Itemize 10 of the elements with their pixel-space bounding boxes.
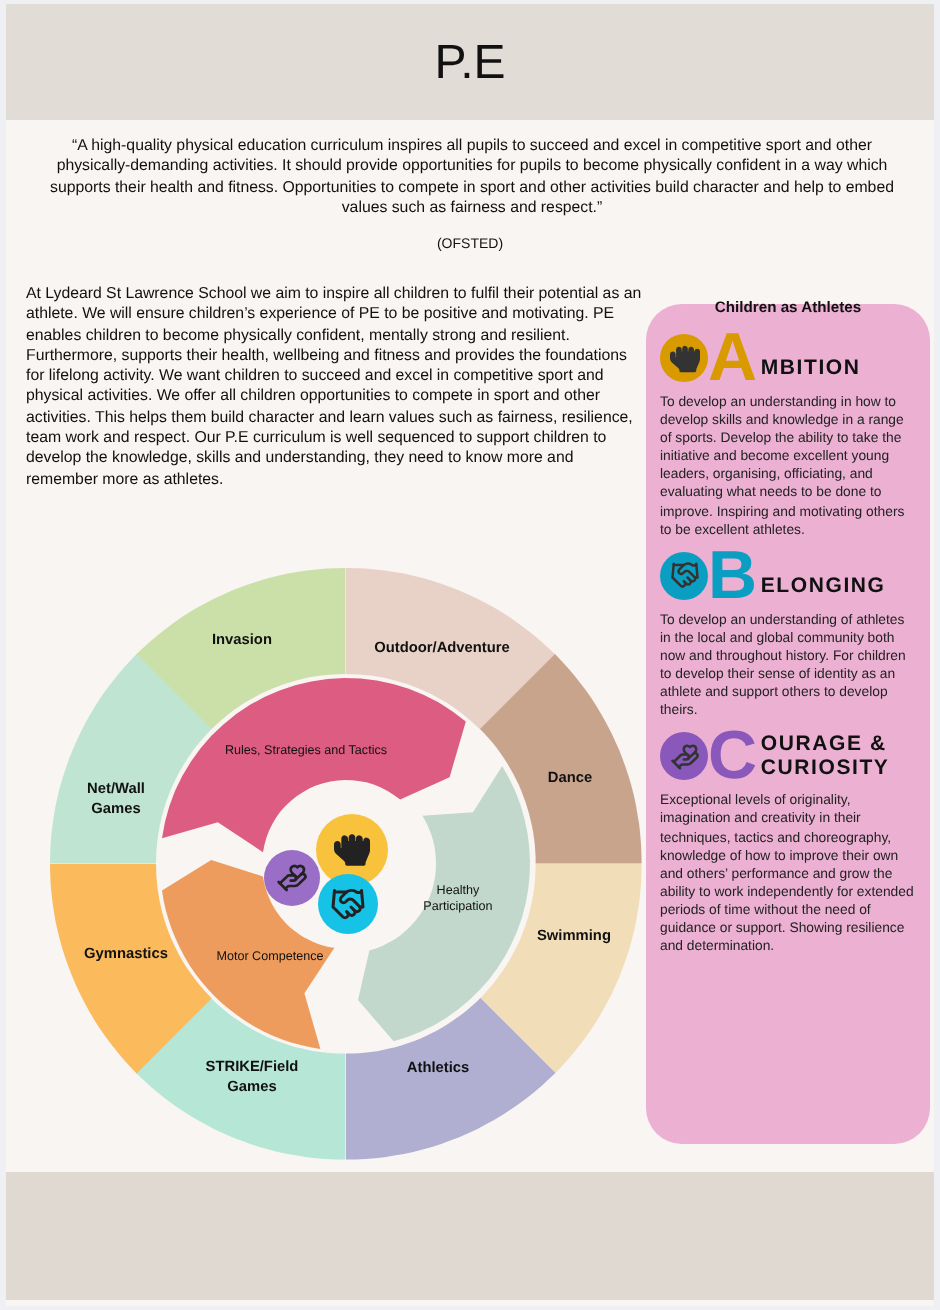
wheel-segment <box>136 568 346 730</box>
page-title: P.E <box>432 36 508 92</box>
wheel-segment <box>346 568 556 730</box>
wheel-segment <box>50 654 212 864</box>
curved-arrow-band <box>161 678 466 853</box>
wheel-segment <box>136 998 346 1160</box>
values-panel <box>646 304 930 1144</box>
curved-arrow-band <box>357 766 530 1042</box>
wheel-segment <box>346 998 556 1160</box>
wheel-segment <box>480 654 642 864</box>
